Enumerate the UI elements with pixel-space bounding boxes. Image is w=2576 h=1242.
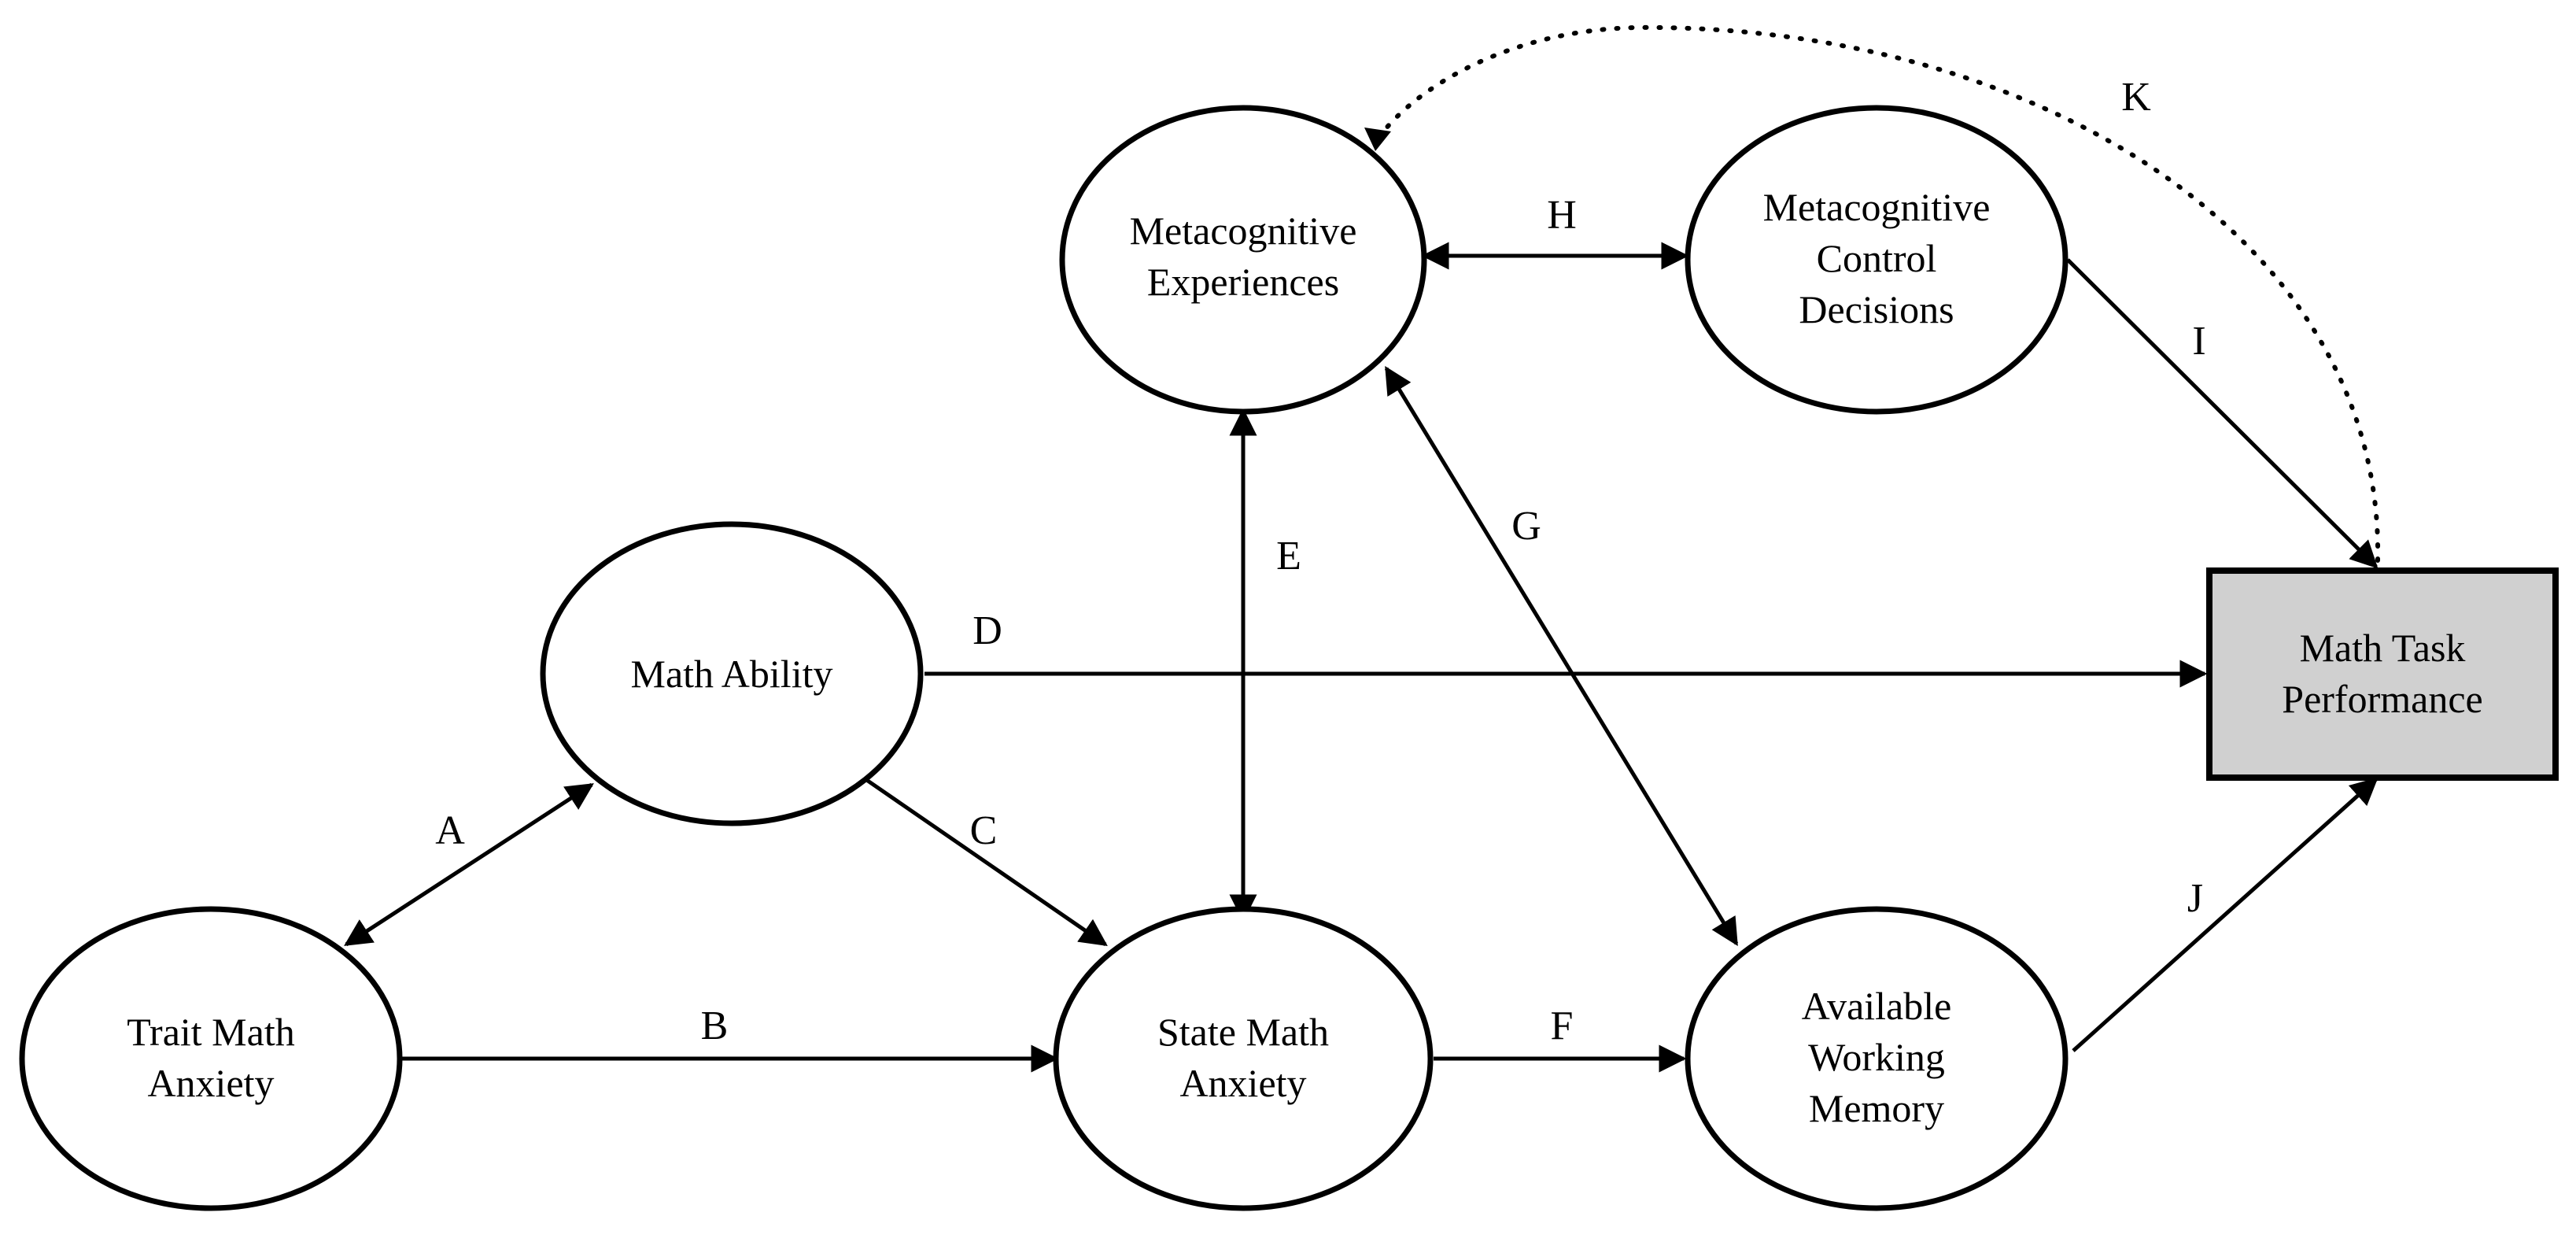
- node-label: Available: [1802, 984, 1952, 1028]
- node-label: Metacognitive: [1130, 209, 1357, 253]
- edge-i-arrow: [2066, 258, 2379, 569]
- node-metacognitive-experiences: Metacognitive Experiences: [1059, 105, 1427, 415]
- node-label: Anxiety: [1179, 1061, 1306, 1105]
- node-available-working-memory: Available Working Memory: [1685, 906, 2069, 1211]
- edge-k-label: K: [2121, 75, 2151, 120]
- node-label: Math Task: [2300, 626, 2466, 670]
- edge-j-label: J: [2187, 876, 2203, 921]
- edge-j-arrow: [2072, 777, 2379, 1052]
- node-label: Math Ability: [631, 652, 833, 696]
- edge-k-arrow: [1376, 24, 2381, 563]
- edge-i-label: I: [2192, 319, 2205, 364]
- node-label: Working: [1808, 1035, 1945, 1079]
- edge-b-label: B: [701, 1004, 729, 1048]
- node-label: Memory: [1809, 1086, 1944, 1130]
- edge-c-arrow: [864, 777, 1108, 947]
- node-trait-math-anxiety: Trait Math Anxiety: [19, 906, 403, 1211]
- edge-g-arrow: [1384, 366, 1739, 946]
- edge-a-label: A: [435, 808, 465, 853]
- node-math-ability: Math Ability: [540, 521, 924, 826]
- node-state-math-anxiety: State Math Anxiety: [1053, 906, 1434, 1211]
- edge-c-label: C: [970, 808, 998, 853]
- edge-h-label: H: [1547, 193, 1577, 238]
- edge-e-label: E: [1276, 534, 1301, 578]
- edge-g-label: G: [1511, 504, 1541, 549]
- edge-f-label: F: [1551, 1004, 1574, 1048]
- node-math-task-performance: Math Task Performance: [2206, 567, 2559, 781]
- edge-d-label: D: [972, 608, 1002, 653]
- node-label: State Math: [1157, 1010, 1329, 1054]
- node-label: Decisions: [1799, 287, 1954, 331]
- edge-a-arrow: [344, 782, 594, 947]
- node-label: Performance: [2282, 677, 2482, 721]
- node-metacognitive-control-decisions: Metacognitive Control Decisions: [1685, 105, 2069, 415]
- edge-k-arrowhead: [1364, 128, 1391, 151]
- node-label: Control: [1817, 236, 1937, 280]
- node-label: Trait Math: [127, 1010, 294, 1054]
- node-label: Metacognitive: [1763, 185, 1991, 229]
- node-label: Experiences: [1147, 260, 1339, 304]
- node-label: Anxiety: [147, 1061, 274, 1105]
